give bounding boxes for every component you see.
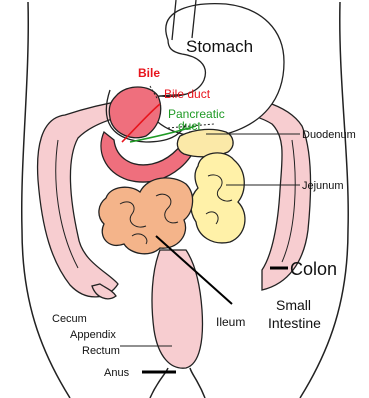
cecum-label: Cecum	[52, 313, 87, 325]
bile-label: Bile	[138, 66, 160, 80]
appendix-label: Appendix	[70, 329, 116, 341]
duodenum-label: Duodenum	[302, 129, 356, 141]
small-intestine-label-line1: Small	[276, 297, 311, 313]
colon-label: Colon	[290, 259, 337, 279]
rectum	[152, 250, 202, 368]
pancreatic-duct-label-line2: duct	[178, 119, 201, 133]
rectum-label: Rectum	[82, 345, 120, 357]
ileum	[99, 178, 193, 254]
anus-label: Anus	[104, 367, 130, 379]
pancreas	[177, 129, 233, 156]
small-intestine-label-line2: Intestine	[268, 315, 321, 331]
gallbladder	[109, 87, 160, 138]
bile-duct-label: Bile duct	[164, 87, 211, 101]
jejunum-label: Jejunum	[302, 180, 344, 192]
stomach-label: Stomach	[186, 37, 253, 56]
jejunum	[191, 153, 245, 243]
ileum-label: Ileum	[216, 315, 245, 329]
